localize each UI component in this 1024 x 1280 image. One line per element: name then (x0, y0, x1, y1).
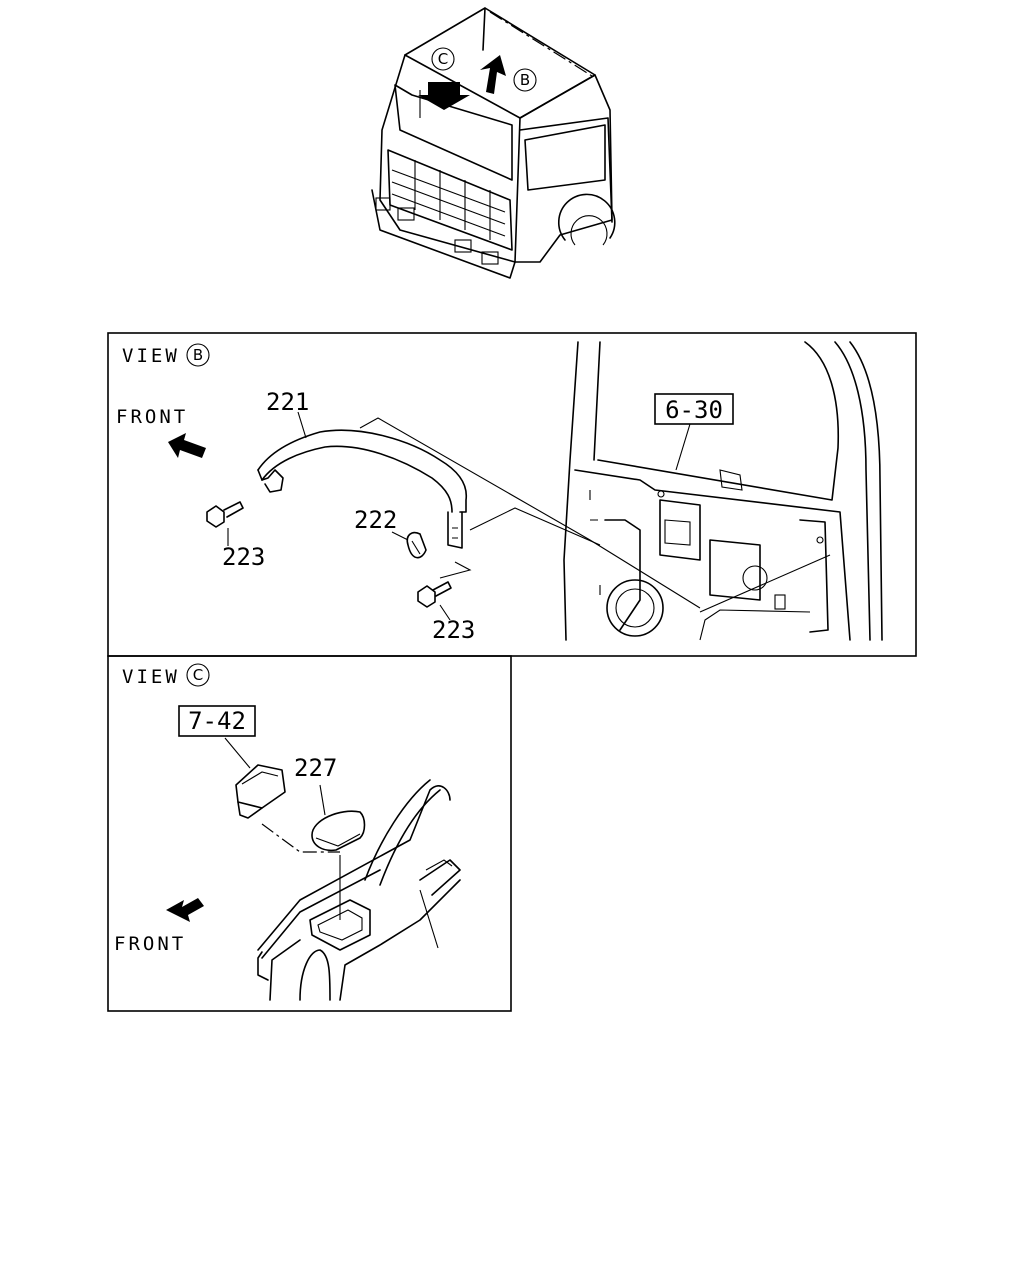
view-b-arrow-icon (480, 55, 506, 94)
bolt-223-left (206, 501, 244, 528)
view-c-arrow-icon (418, 82, 470, 110)
pad-227 (311, 810, 366, 852)
view-c-title-ref: C (193, 666, 203, 684)
callout-b-label: B (520, 71, 530, 89)
callout-c-circle (431, 47, 455, 71)
callout-b-circle (513, 68, 537, 92)
bolt-223-lower (417, 581, 452, 608)
grab-handle-221 (257, 429, 468, 549)
callout-c-label: C (438, 50, 448, 68)
part-222-label: 222 (354, 506, 397, 534)
view-b-panel: VIEW B FRONT (107, 332, 917, 657)
view-b-front-label: FRONT (116, 406, 188, 428)
truck-cab-overview: C B (371, 7, 616, 279)
cap-222 (406, 531, 427, 559)
part-227-label: 227 (294, 754, 337, 782)
front-arrow-icon (168, 433, 206, 458)
ref-box-6-30 (654, 393, 734, 425)
view-b-title-ref: B (193, 346, 203, 364)
ref-box-7-42-label: 7-42 (188, 707, 246, 735)
ref-box-7-42 (178, 705, 256, 737)
ref-box-6-30-label: 6-30 (665, 396, 723, 424)
view-c-title: VIEW (122, 666, 180, 688)
part-223-label-lower: 223 (432, 616, 475, 644)
part-221-label: 221 (266, 388, 309, 416)
view-c-front-label: FRONT (114, 933, 186, 955)
front-arrow-icon (166, 898, 204, 922)
part-223-label-left: 223 (222, 543, 265, 571)
storage-tray-part (235, 764, 286, 819)
view-c-panel: VIEW C 7-42 227 (107, 655, 512, 1012)
console-structure (257, 779, 461, 1001)
view-b-title: VIEW (122, 345, 180, 367)
door-inner-panel (563, 341, 883, 641)
